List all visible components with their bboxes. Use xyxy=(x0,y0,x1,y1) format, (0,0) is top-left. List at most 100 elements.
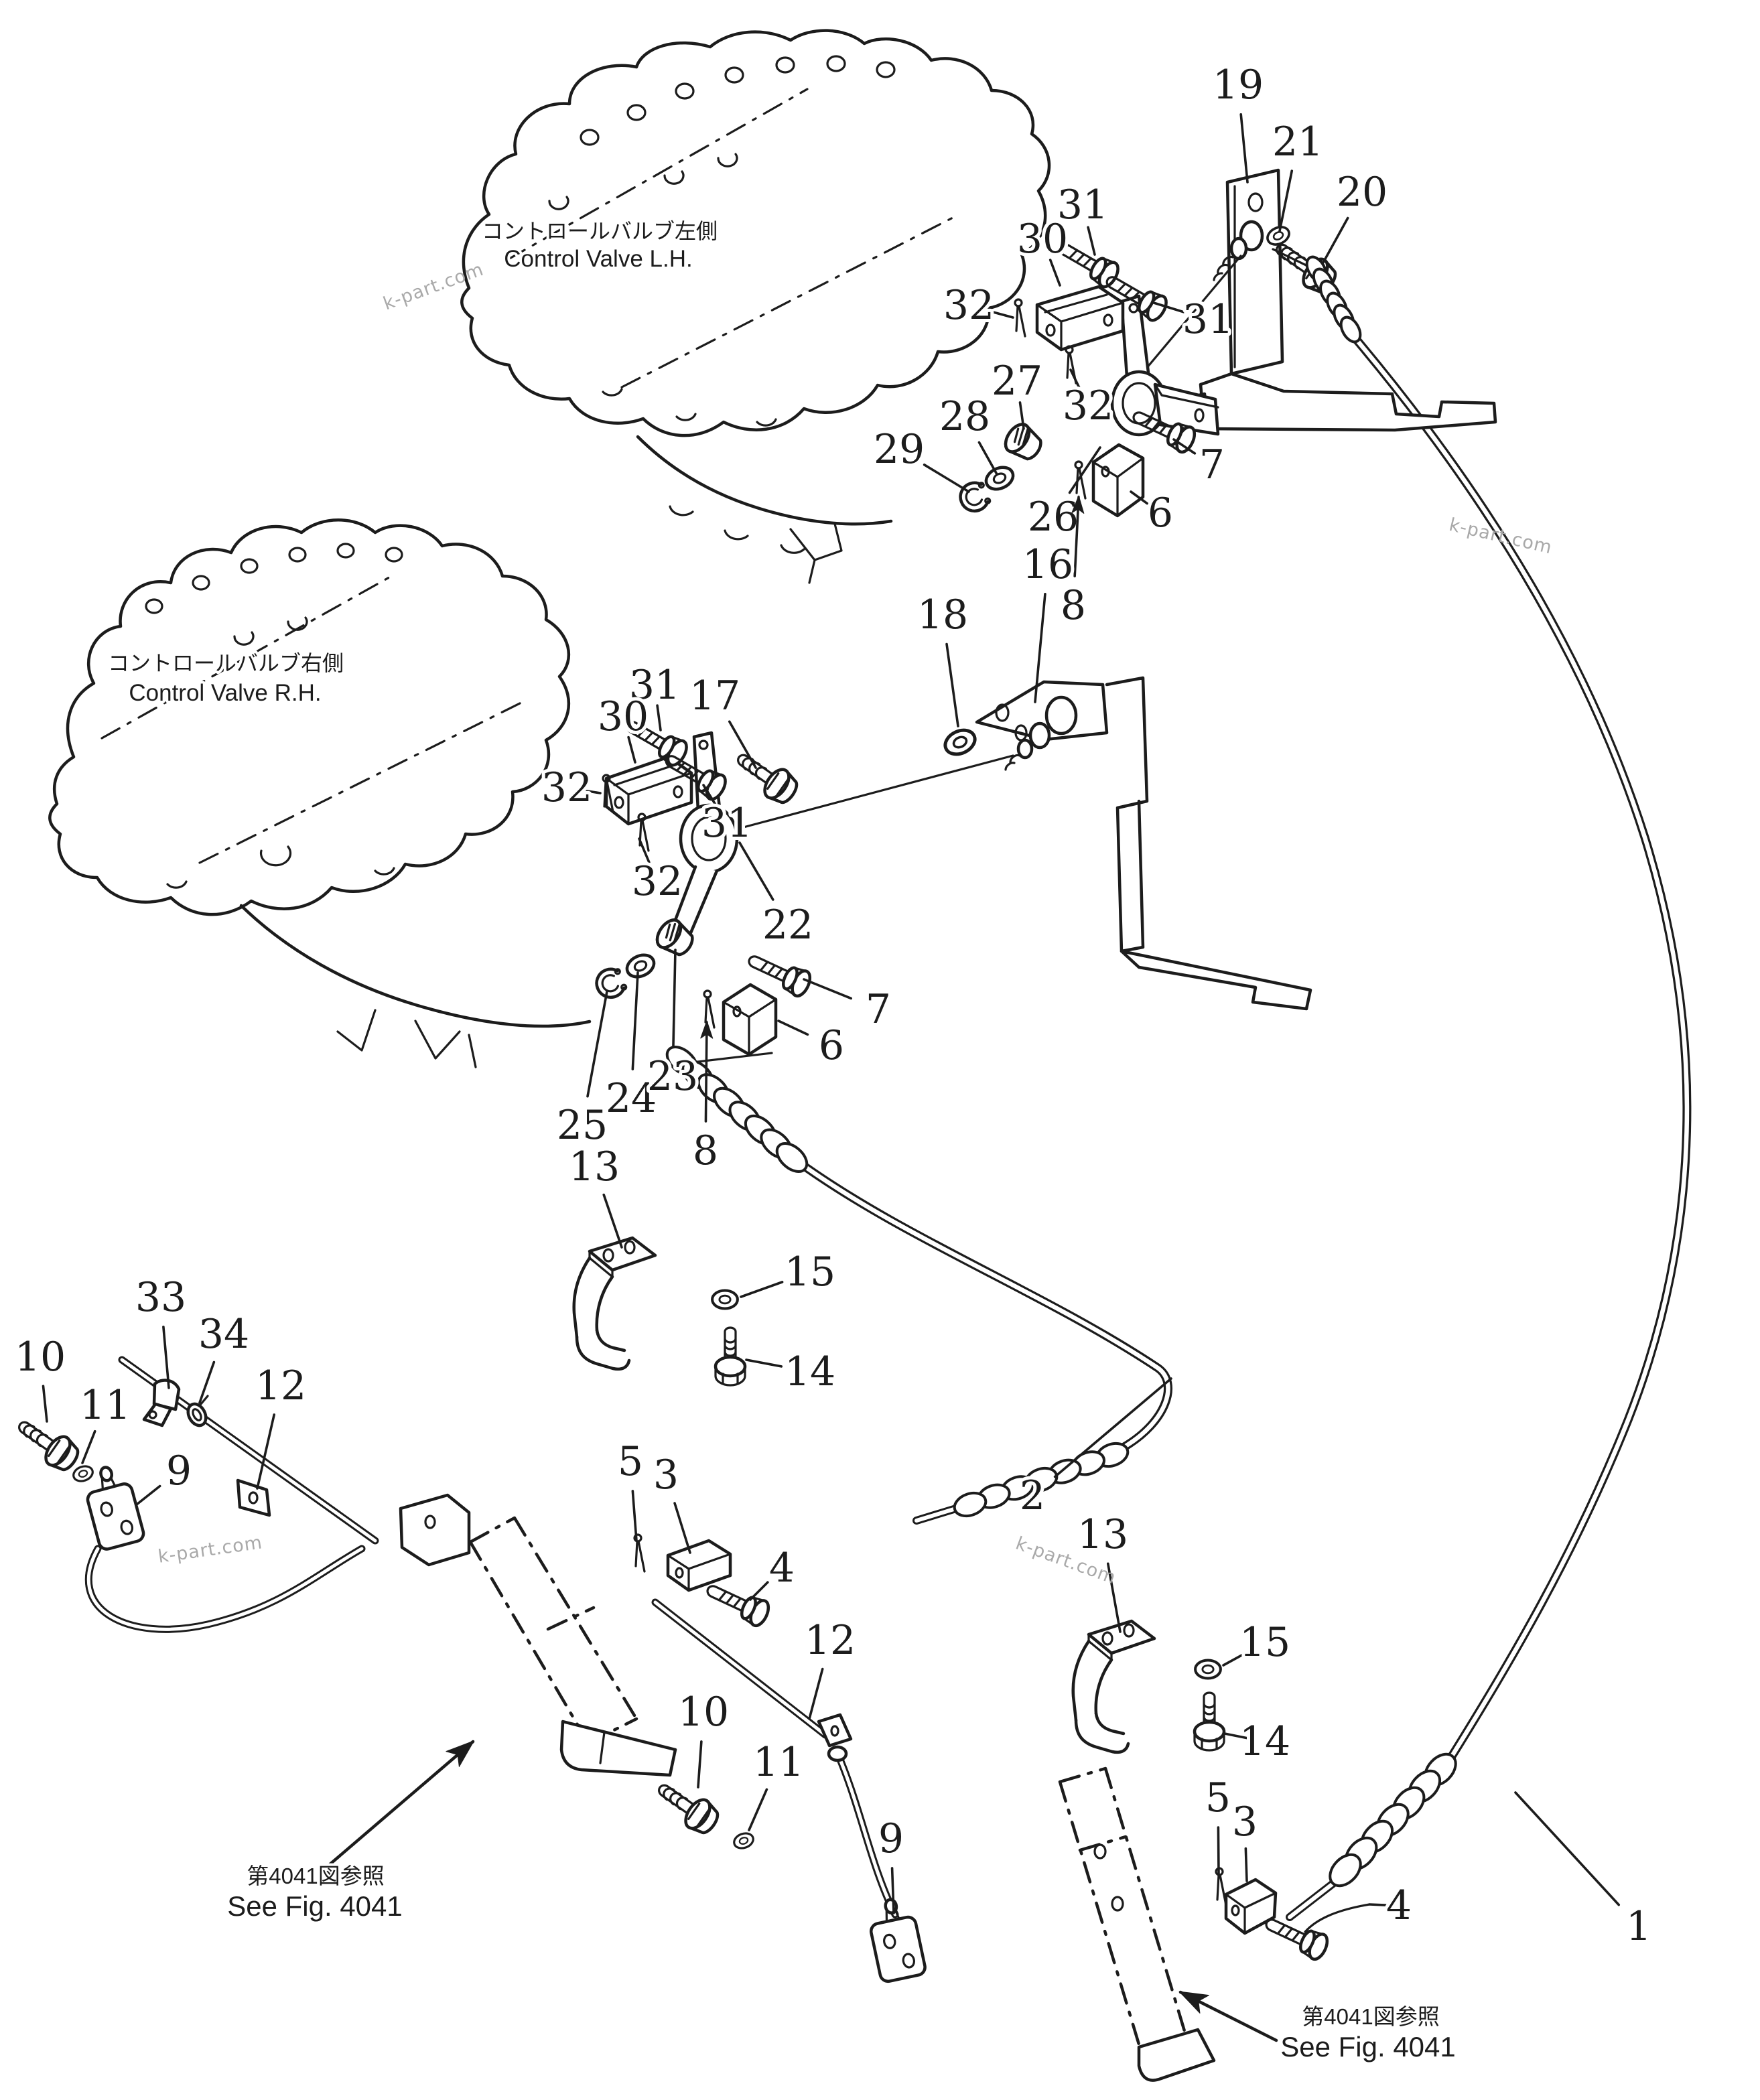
block-30-rh-drawing xyxy=(604,755,693,826)
callout-label-23-26: 23 xyxy=(647,1053,698,1100)
block-6-rh-drawing xyxy=(722,983,778,1056)
watermark-2: k-part.com xyxy=(157,1532,264,1567)
callout-leader-31-20 xyxy=(702,784,718,808)
callout-label-6-12: 6 xyxy=(1148,490,1173,537)
callout-leader-17-19 xyxy=(728,720,757,769)
valve-lh-ports xyxy=(548,55,896,427)
callout-label-30-4: 30 xyxy=(1017,216,1068,263)
cable-2-boot xyxy=(665,1046,809,1173)
callout-leader-4-45 xyxy=(749,1581,769,1601)
callout-label-14-36: 14 xyxy=(1239,1718,1290,1765)
bracket-12-center-drawing xyxy=(817,1713,853,1762)
callout-label-18-16: 18 xyxy=(917,591,968,638)
callout-label-7-13: 7 xyxy=(1199,441,1225,488)
callout-leader-6-28 xyxy=(777,1020,809,1036)
callout-label-6-28: 6 xyxy=(819,1022,844,1069)
callout-label-28-9: 28 xyxy=(939,393,990,440)
callout-leader-30-4 xyxy=(1048,259,1061,287)
callout-label-4-52: 4 xyxy=(1386,1882,1412,1929)
callout-leader-5-50 xyxy=(1217,1826,1220,1876)
valve-rh-label-en: Control Valve R.H. xyxy=(129,680,321,706)
cable-1-coil-spring xyxy=(1329,1752,1457,1888)
callout-leader-32-22 xyxy=(638,837,651,863)
switch-cable-left xyxy=(84,1545,366,1633)
callout-label-1-53: 1 xyxy=(1626,1903,1651,1950)
callout-leader-28-9 xyxy=(977,441,998,476)
valve-lh-label-en: Control Valve L.H. xyxy=(504,246,692,272)
clamp-33-drawing xyxy=(142,1379,181,1427)
block-6-lh-drawing xyxy=(1091,443,1145,518)
see-fig-left-en: See Fig. 4041 xyxy=(227,1890,403,1922)
bracket-16-drawing xyxy=(740,676,1312,1011)
control-valve-rh-drawing xyxy=(48,518,592,1068)
callout-label-31-6: 31 xyxy=(1182,296,1233,343)
see-fig-right-en: See Fig. 4041 xyxy=(1280,2031,1456,2062)
callout-label-32-8: 32 xyxy=(1063,382,1113,429)
callout-label-15-35: 15 xyxy=(1239,1619,1290,1666)
callout-label-32-22: 32 xyxy=(632,858,683,905)
callout-leader-12-46 xyxy=(808,1667,824,1720)
callout-leader-9-49 xyxy=(890,1867,895,1914)
callout-label-31-17: 31 xyxy=(629,662,680,709)
callout-label-20-2: 20 xyxy=(1337,169,1387,216)
callout-label-31-20: 31 xyxy=(701,800,752,847)
callout-leader-15-35 xyxy=(1222,1651,1247,1667)
callout-label-21-1: 21 xyxy=(1272,119,1323,165)
callout-label-7-29: 7 xyxy=(866,986,891,1033)
callout-leader-6-12 xyxy=(1130,490,1148,505)
callout-label-5-43: 5 xyxy=(618,1438,643,1485)
callout-label-2-33: 2 xyxy=(1020,1472,1045,1519)
callout-label-27-7: 27 xyxy=(992,358,1042,405)
callout-label-32-21: 32 xyxy=(541,764,592,811)
cable-2-path xyxy=(791,1156,1172,1452)
control-rods xyxy=(84,1356,899,1918)
callout-leader-23-26 xyxy=(672,949,677,1048)
callout-leader-15-31 xyxy=(740,1281,784,1298)
callout-leader-32-21 xyxy=(580,788,602,794)
callout-label-34-38: 34 xyxy=(198,1311,249,1358)
clip-34-drawing xyxy=(186,1395,209,1427)
callout-label-10-39: 10 xyxy=(15,1334,66,1381)
callout-leader-16-15 xyxy=(1034,593,1046,703)
callout-label-29-10: 29 xyxy=(874,426,925,473)
callout-leader-14-36 xyxy=(1223,1732,1248,1740)
callout-leader-32-8 xyxy=(1069,368,1082,391)
callout-label-11-40: 11 xyxy=(80,1382,131,1429)
callout-leader-4-52 xyxy=(1368,1903,1387,1906)
control-valve-lh-drawing xyxy=(460,29,1051,584)
callout-label-11-48: 11 xyxy=(753,1739,804,1786)
callout-label-25-24: 25 xyxy=(557,1102,608,1149)
callout-label-24-25: 24 xyxy=(606,1075,657,1122)
callout-leader-31-3 xyxy=(1087,226,1096,256)
callout-label-31-3: 31 xyxy=(1057,182,1108,228)
callout-leader-29-10 xyxy=(923,463,970,493)
callout-leader-25-24 xyxy=(586,990,608,1098)
callout-leader-22-23 xyxy=(738,841,774,901)
callout-leader-14-32 xyxy=(745,1358,783,1368)
callout-label-12-46: 12 xyxy=(805,1617,856,1664)
see-fig-right-jp: 第4041図参照 xyxy=(1302,2004,1439,2029)
cable-2-coil-spring xyxy=(953,1442,1130,1518)
block-3-right-drawing xyxy=(1224,1878,1278,1935)
cable-1-boot xyxy=(1305,255,1362,344)
callout-label-32-5: 32 xyxy=(943,282,994,329)
callout-label-16-15: 16 xyxy=(1022,541,1073,588)
callout-leader-1-53 xyxy=(1514,1791,1621,1906)
callout-leader-33-37 xyxy=(162,1326,170,1389)
callout-leader-34-38 xyxy=(198,1360,216,1404)
callout-leader-11-48 xyxy=(748,1788,768,1831)
callout-leader-2-33 xyxy=(1053,1377,1172,1478)
callout-leader-30-18 xyxy=(627,736,636,764)
callout-label-13-30: 13 xyxy=(569,1143,620,1190)
callout-label-19-0: 19 xyxy=(1213,62,1264,109)
callout-leader-32-5 xyxy=(987,309,1014,319)
callout-leader-9-42 xyxy=(135,1484,161,1506)
valve-rh-ports xyxy=(145,543,403,889)
callout-leader-13-34 xyxy=(1106,1562,1122,1633)
callout-leader-8-14 xyxy=(1071,495,1085,577)
callout-label-22-23: 22 xyxy=(762,902,813,949)
valve-rh-label-jp: コントロールバルブ右側 xyxy=(108,651,344,675)
block-30-lh-drawing xyxy=(1035,285,1125,352)
callout-leader-7-29 xyxy=(803,978,853,1000)
